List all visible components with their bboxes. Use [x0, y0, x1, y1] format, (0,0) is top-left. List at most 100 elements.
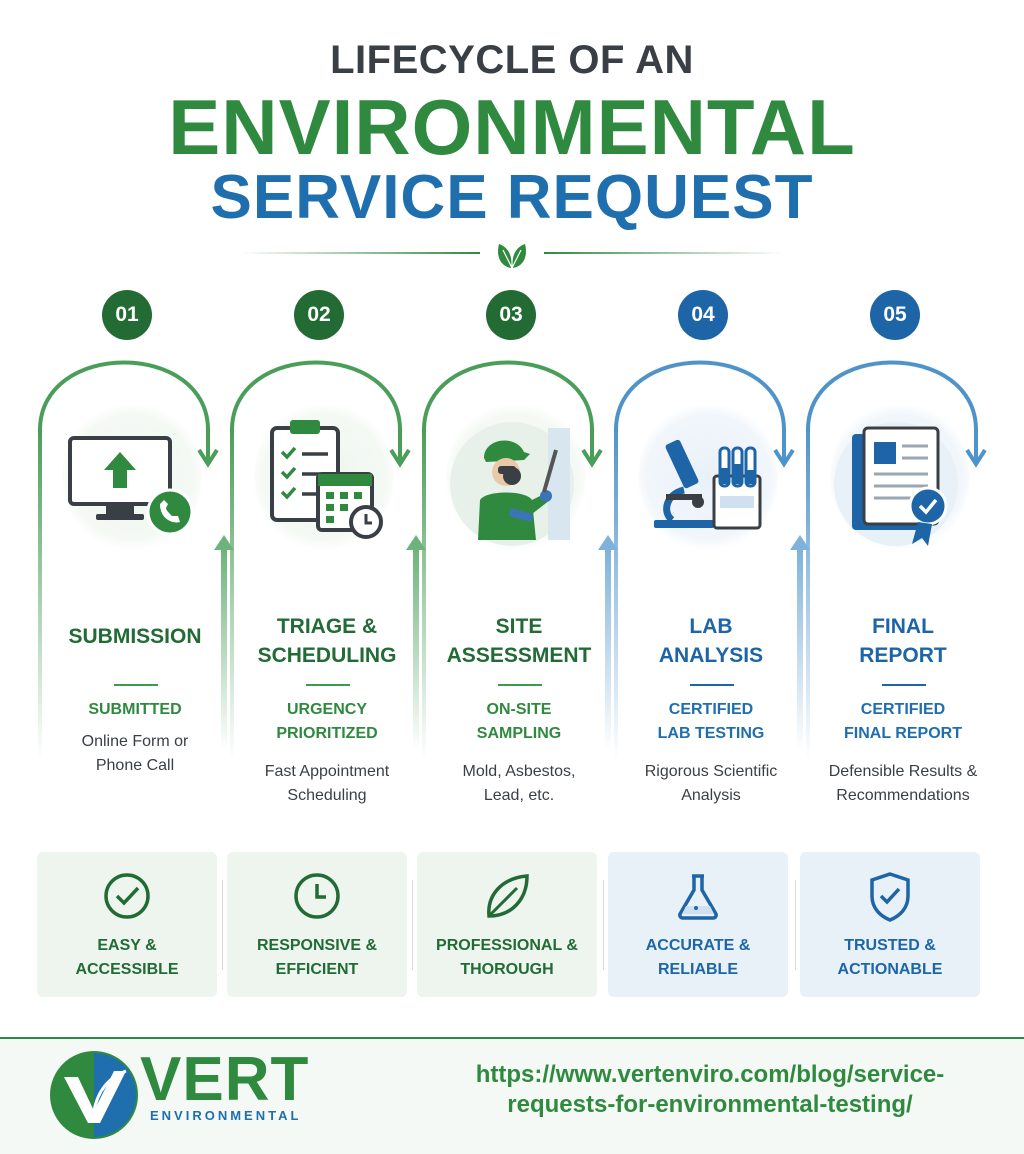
benefit-label-line: EASY & [97, 937, 157, 954]
url-line-1[interactable]: https://www.vertenviro.com/blog/service- [475, 1061, 945, 1088]
benefit-label-line: RELIABLE [658, 961, 738, 978]
title-line-1: LIFECYCLE OF AN [330, 38, 694, 82]
benefit-label: PROFESSIONAL & THOROUGH [417, 934, 597, 982]
benefit-label-line: ACCURATE & [645, 937, 751, 954]
benefit-label-line: THOROUGH [460, 961, 554, 978]
benefit-card: ACCURATE & RELIABLE [608, 852, 788, 997]
arrow-down-icon [197, 448, 219, 468]
arrow-down-icon [965, 448, 987, 468]
arrow-down-icon [581, 448, 603, 468]
step-title: TRIAGE & SCHEDULING [240, 612, 414, 670]
step-title-line: REPORT [859, 644, 947, 667]
title-line-2: ENVIRONMENTAL [168, 83, 856, 171]
benefit-label-line: PROFESSIONAL & [436, 937, 578, 954]
microscope-test-tubes-icon [654, 439, 762, 530]
step-title-line: ASSESSMENT [446, 644, 592, 667]
step-description-line: Online Form or [81, 733, 189, 750]
step-description-line: Analysis [681, 787, 741, 804]
clock-icon [294, 873, 340, 919]
clipboard-calendar-icon [270, 420, 383, 539]
benefit-label-line: RESPONSIVE & [256, 937, 378, 954]
arrow-up-icon [406, 535, 426, 550]
step-description: Online Form or Phone Call [48, 730, 222, 778]
rise-shaft [221, 550, 227, 750]
logo-subtitle: ENVIRONMENTAL [150, 1108, 302, 1123]
arc-left-leg [614, 430, 618, 760]
step-subtitle-line: FINAL REPORT [844, 725, 962, 742]
step-number-badge: 02 [294, 290, 344, 340]
step-description-line: Phone Call [95, 757, 175, 774]
arc-left-leg [806, 430, 810, 760]
step-subtitle-line: SUBMITTED [88, 701, 182, 718]
flask-icon [678, 874, 718, 920]
arc-left-leg [422, 430, 426, 760]
rise-shaft [605, 550, 611, 750]
card-separator [795, 880, 796, 970]
step-title-line: SCHEDULING [257, 644, 397, 667]
check-circle-icon [104, 873, 150, 919]
shield-check-icon [870, 872, 910, 922]
arc-curve [38, 360, 210, 431]
rise-shaft [797, 550, 803, 750]
benefit-card: PROFESSIONAL & THOROUGH [417, 852, 597, 997]
title-underline [114, 684, 158, 686]
step-subtitle-line: LAB TESTING [657, 725, 765, 742]
url-line-2[interactable]: requests-for-environmental-testing/ [507, 1091, 913, 1118]
footer [0, 1037, 1024, 1154]
step-description-line: Lead, etc. [483, 787, 555, 804]
step-description-line: Mold, Asbestos, [462, 763, 576, 780]
step-description-line: Recommendations [836, 787, 970, 804]
title-underline [498, 684, 542, 686]
process-arcs [38, 360, 987, 760]
arrow-up-icon [790, 535, 810, 550]
step-number-badge: 05 [870, 290, 920, 340]
arc-curve [230, 360, 402, 431]
step-title-line: ANALYSIS [658, 644, 764, 667]
step-description: Mold, Asbestos, Lead, etc. [432, 760, 606, 808]
step-subtitle-line: CERTIFIED [668, 701, 754, 718]
benefit-card: EASY & ACCESSIBLE [37, 852, 217, 997]
benefit-label: TRUSTED &ACTIONABLE [800, 934, 980, 982]
step-description-line: Rigorous Scientific [644, 763, 778, 780]
benefit-card: TRUSTED &ACTIONABLE [800, 852, 980, 997]
benefit-label-line: EFFICIENT [275, 961, 359, 978]
leaf-icon [487, 874, 529, 918]
step-description-line: Fast Appointment [264, 763, 390, 780]
step-description-line: Defensible Results & [828, 763, 978, 780]
step-title-line: FINAL [872, 615, 934, 638]
step-number-badge: 01 [102, 290, 152, 340]
step-subtitle-line: CERTIFIED [860, 701, 946, 718]
step-number-badge: 04 [678, 290, 728, 340]
arc-curve [614, 360, 786, 431]
step-subtitle-line: ON-SITE [486, 701, 552, 718]
arrow-down-icon [773, 448, 795, 468]
step-title-line: TRIAGE & [276, 615, 378, 638]
step-subtitle: URGENCY PRIORITIZED [240, 698, 414, 746]
benefit-card: RESPONSIVE & EFFICIENT [227, 852, 407, 997]
step-title-line: SITE [495, 615, 543, 638]
step-title: FINAL REPORT [816, 612, 990, 670]
step-subtitle-line: URGENCY [286, 701, 367, 718]
step-title-line: SUBMISSION [68, 625, 202, 648]
step-title: SUBMISSION [48, 622, 222, 651]
benefit-label: RESPONSIVE & EFFICIENT [227, 934, 407, 982]
arrow-down-icon [389, 448, 411, 468]
logo-wordmark: VERT [140, 1045, 310, 1114]
benefit-label: EASY & ACCESSIBLE [37, 934, 217, 982]
title-divider-left [240, 252, 480, 254]
title-underline [882, 684, 926, 686]
technician-sampling-icon [450, 422, 574, 546]
benefit-label-line: ACCESSIBLE [75, 961, 179, 978]
computer-upload-phone-icon [68, 436, 194, 536]
arc-curve [422, 360, 594, 431]
step-number-badge: 03 [486, 290, 536, 340]
source-url[interactable]: https://www.vertenviro.com/blog/service-… [470, 1060, 950, 1120]
step-description-line: Scheduling [287, 787, 367, 804]
step-subtitle-line: PRIORITIZED [276, 725, 378, 742]
step-subtitle: CERTIFIED FINAL REPORT [816, 698, 990, 746]
card-separator [412, 880, 413, 970]
